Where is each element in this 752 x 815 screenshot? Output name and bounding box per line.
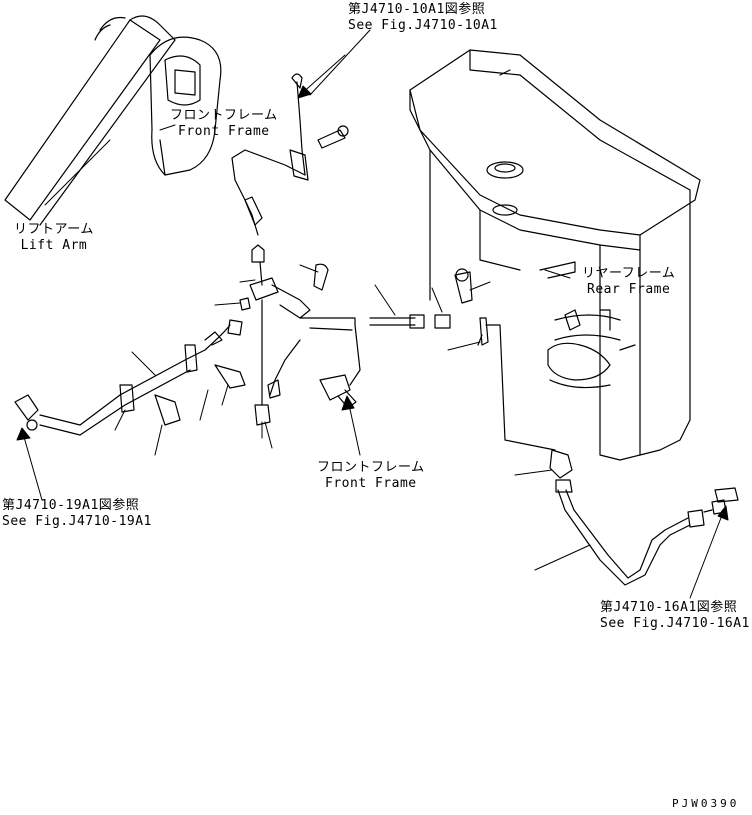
hose-front-frame bbox=[231, 73, 349, 236]
reference-right-en-text: See Fig.J4710-16A1 bbox=[600, 616, 750, 631]
front-frame-bottom-en-text: Front Frame bbox=[325, 476, 417, 491]
rear-frame bbox=[409, 49, 701, 461]
reference-left-en-text: See Fig.J4710-19A1 bbox=[2, 514, 152, 529]
front-frame-label-top: フロントフレーム Front Frame bbox=[170, 108, 278, 140]
reference-left-jp-text: 第J4710-19A1図参照 bbox=[2, 498, 140, 513]
manifold bbox=[239, 244, 361, 426]
leader-lines bbox=[44, 29, 591, 571]
lift-arm-en-text: Lift Arm bbox=[20, 238, 88, 253]
reference-right-jp-text: 第J4710-16A1図参照 bbox=[600, 600, 738, 615]
lift-arm-label: リフトアーム Lift Arm bbox=[14, 222, 94, 254]
reference-top-en-text: See Fig.J4710-10A1 bbox=[348, 18, 498, 33]
reference-label-left: 第J4710-19A1図参照 See Fig.J4710-19A1 bbox=[2, 498, 152, 530]
arrows bbox=[16, 54, 729, 599]
lift-arm bbox=[4, 15, 222, 226]
front-frame-bottom-jp-text: フロントフレーム bbox=[317, 460, 425, 475]
front-frame-label-bottom: フロントフレーム Front Frame bbox=[317, 460, 425, 492]
lift-arm-jp-text: リフトアーム bbox=[14, 222, 94, 237]
rear-frame-en-text: Rear Frame bbox=[587, 282, 671, 297]
drawing-code: PJW0390 bbox=[672, 797, 740, 810]
tube-right bbox=[369, 268, 573, 479]
rear-frame-jp-text: リヤーフレーム bbox=[582, 266, 676, 281]
hose-lower-right bbox=[555, 479, 739, 586]
hose-lower-left bbox=[14, 319, 246, 436]
reference-label-top: 第J4710-10A1図参照 See Fig.J4710-10A1 bbox=[348, 2, 498, 34]
rear-frame-label: リヤーフレーム Rear Frame bbox=[582, 266, 675, 298]
front-frame-top-en-text: Front Frame bbox=[178, 124, 270, 139]
reference-top-jp-text: 第J4710-10A1図参照 bbox=[348, 2, 486, 17]
reference-label-right: 第J4710-16A1図参照 See Fig.J4710-16A1 bbox=[600, 600, 750, 632]
front-frame-top-jp-text: フロントフレーム bbox=[170, 108, 278, 123]
